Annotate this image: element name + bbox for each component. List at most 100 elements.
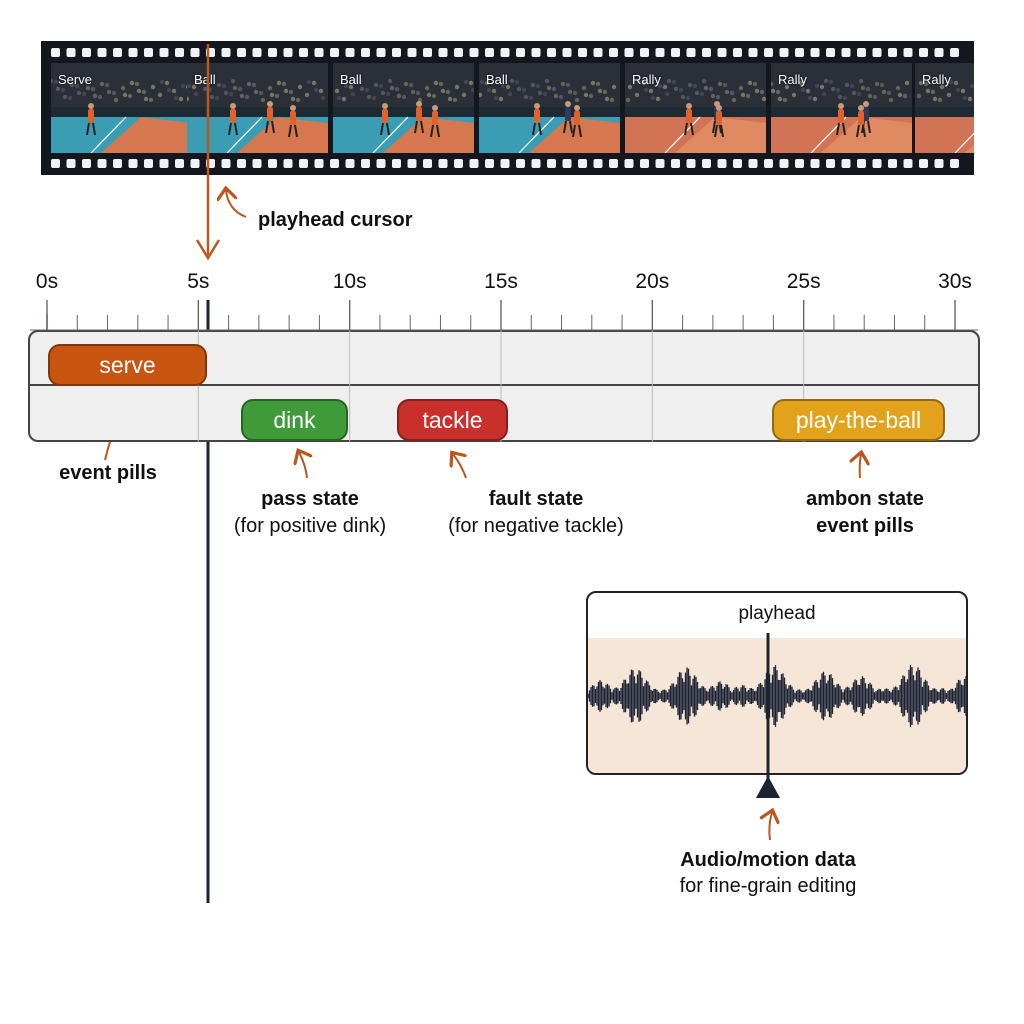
sprocket-hole — [469, 48, 479, 57]
crowd-dot — [627, 84, 633, 90]
crowd-dot — [602, 89, 608, 95]
sprocket-hole — [872, 48, 882, 57]
video-frame[interactable]: Serve — [51, 63, 192, 153]
crowd-dot — [81, 91, 87, 97]
video-frame[interactable]: Rally — [915, 63, 974, 153]
crowd-dot — [463, 79, 469, 85]
video-frame[interactable]: Rally — [771, 63, 912, 153]
crowd-dot — [583, 92, 589, 98]
sprocket-hole — [640, 48, 649, 57]
crowd-dot — [662, 84, 668, 90]
crowd-dot — [318, 88, 324, 94]
sprocket-hole — [299, 48, 308, 57]
sprocket-hole — [795, 48, 804, 57]
sprocket-hole — [516, 48, 525, 57]
crowd-dot — [865, 86, 871, 92]
crowd-dot — [860, 85, 866, 91]
crowd-dot — [424, 85, 430, 91]
crowd-dot — [200, 79, 206, 85]
crowd-dot — [223, 90, 229, 96]
crowd-dot — [932, 96, 938, 102]
crowd-dot — [648, 88, 654, 94]
player-leg — [265, 120, 269, 134]
audio-panel[interactable]: playhead — [586, 591, 968, 775]
crowd-dot — [851, 90, 857, 96]
player-figure — [290, 111, 296, 125]
crowd-dot — [202, 86, 208, 92]
crowd-dot — [828, 79, 834, 85]
crowd-dot — [902, 93, 908, 99]
video-frame[interactable]: Ball — [333, 63, 474, 153]
player-head — [416, 101, 422, 107]
crowd-dot — [650, 95, 656, 101]
tick-label: 0s — [35, 270, 59, 293]
sprocket-hole — [454, 159, 463, 168]
crowd-dot — [166, 87, 172, 93]
sprocket-hole — [826, 48, 835, 57]
frame-label: Serve — [58, 72, 92, 87]
ad-board — [625, 107, 766, 117]
crowd-dot — [221, 83, 227, 89]
crowd-dot — [962, 95, 968, 101]
audio-waveform[interactable] — [588, 638, 968, 775]
crowd-dot — [364, 87, 370, 93]
player-leg — [720, 124, 724, 138]
crowd-dot — [74, 83, 80, 89]
crowd-dot — [960, 88, 966, 94]
crowd-dot — [835, 87, 841, 93]
sprocket-hole — [733, 159, 742, 168]
crowd-dot — [738, 85, 744, 91]
ad-board — [187, 107, 328, 117]
crowd-dot — [127, 93, 133, 99]
video-frame[interactable]: Ball — [479, 63, 620, 153]
sprocket-hole — [438, 48, 448, 57]
sprocket-hole — [655, 48, 665, 57]
sprocket-hole — [624, 48, 634, 57]
crowd-dot — [671, 79, 677, 85]
sprocket-hole — [221, 48, 231, 57]
sprocket-hole — [268, 48, 277, 57]
crowd-dot — [371, 95, 377, 101]
crowd-dot — [306, 79, 312, 85]
crowd-dot — [856, 91, 862, 97]
event-pill-play-the-ball[interactable]: play-the-ball — [772, 399, 945, 441]
sprocket-hole — [624, 159, 634, 168]
player-figure — [838, 109, 844, 123]
event-pill-serve[interactable]: serve — [48, 344, 207, 386]
video-frame[interactable]: Rally — [625, 63, 766, 153]
sprocket-hole — [97, 159, 107, 168]
crowd-dot — [937, 97, 943, 103]
sprocket-hole — [888, 48, 897, 57]
crowd-dot — [530, 82, 536, 88]
sprocket-hole — [640, 159, 649, 168]
crowd-dot — [452, 97, 458, 103]
sprocket-hole — [175, 48, 184, 57]
player-leg — [228, 122, 232, 136]
crowd-dot — [784, 84, 790, 90]
crowd-dot — [636, 79, 642, 85]
court-zone — [237, 117, 328, 153]
crowd-dot — [754, 88, 760, 94]
sprocket-hole — [283, 48, 293, 57]
crowd-dot — [946, 92, 952, 98]
sprocket-hole — [562, 159, 572, 168]
video-frame[interactable]: Ball — [187, 63, 328, 153]
player-leg — [712, 120, 716, 134]
player-leg — [714, 124, 718, 138]
player-head — [574, 105, 580, 111]
crowd-dot — [581, 85, 587, 91]
sprocket-hole — [593, 159, 603, 168]
crowd-dot — [588, 93, 594, 99]
crowd-dot — [260, 97, 266, 103]
crowd-dot — [849, 83, 855, 89]
crowd-dot — [821, 91, 827, 97]
event-pill-tackle[interactable]: tackle — [397, 399, 508, 441]
playhead-cursor-label: playhead cursor — [258, 209, 413, 231]
audio-data-title: Audio/motion data — [680, 849, 856, 871]
crowd-dot — [357, 79, 363, 85]
event-pill-dink[interactable]: dink — [241, 399, 348, 441]
sprocket-hole — [51, 48, 60, 57]
fault-state-arrow — [453, 454, 466, 479]
crowd-dot — [311, 80, 317, 86]
player-head — [858, 105, 864, 111]
